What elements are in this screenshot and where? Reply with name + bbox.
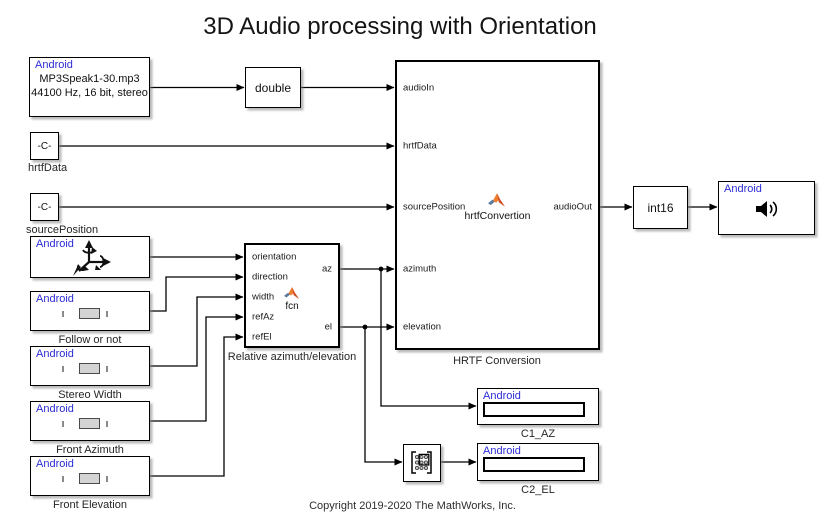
double-cast-label: double: [254, 80, 292, 95]
follow-or-not-block[interactable]: Android: [30, 291, 150, 331]
port-azimuth: azimuth: [403, 263, 437, 275]
wire-junction-az: [378, 266, 384, 272]
speaker-icon: [756, 201, 778, 217]
stereo-width-block[interactable]: Android: [30, 346, 150, 386]
stereo-width-name: Stereo Width: [58, 389, 122, 401]
sourceposition-constant-value: -C-: [37, 201, 52, 213]
android-tag: Android: [36, 238, 74, 250]
c2-el-name: C2_EL: [521, 484, 555, 496]
diagram-title: 3D Audio processing with Orientation: [203, 13, 597, 40]
copyright-text: Copyright 2019-2020 The MathWorks, Inc.: [309, 500, 516, 512]
mp3-source-block[interactable]: Android MP3Speak1-30.mp3 44100 Hz, 16 bi…: [29, 57, 150, 117]
android-tag: Android: [36, 458, 74, 470]
front-elevation-block[interactable]: Android: [30, 456, 150, 496]
port-elevation: elevation: [403, 321, 442, 333]
slider-icon: [62, 421, 64, 427]
android-tag: Android: [36, 403, 74, 415]
selector-block[interactable]: [403, 444, 441, 482]
slider-icon: [62, 476, 64, 482]
port-audioin: audioIn: [403, 82, 435, 94]
relative-az-el-name: Relative azimuth/elevation: [227, 351, 357, 363]
fcn-label: fcn: [285, 301, 299, 312]
selector-matrix-icon: [411, 451, 432, 474]
port-refaz: refAz: [252, 311, 275, 323]
slider-icon: [106, 476, 108, 482]
slider-icon: [79, 418, 100, 429]
matlab-logo-icon: [284, 287, 300, 300]
slider-icon: [106, 366, 108, 372]
android-tag: Android: [483, 445, 521, 457]
slider-icon: [106, 421, 108, 427]
c1-az-name: C1_AZ: [520, 428, 556, 440]
slider-icon: [79, 308, 100, 319]
hrtfconvertion-label: hrtfConvertion: [464, 210, 531, 222]
int16-cast-block[interactable]: int16: [633, 186, 688, 229]
slider-icon: [62, 311, 64, 317]
c2-el-display-block[interactable]: Android: [477, 443, 599, 481]
front-elevation-name: Front Elevation: [53, 499, 127, 511]
port-az: az: [321, 263, 332, 275]
front-azimuth-block[interactable]: Android: [30, 401, 150, 441]
follow-or-not-name: Follow or not: [58, 334, 122, 346]
port-sourceposition: sourcePosition: [403, 201, 466, 213]
hrtfdata-constant-value: -C-: [37, 140, 52, 152]
mp3-filename: MP3Speak1-30.mp3: [39, 73, 140, 85]
slider-icon: [106, 311, 108, 317]
port-direction: direction: [252, 271, 288, 283]
android-tag: Android: [483, 390, 521, 402]
orientation-source-block[interactable]: Android: [30, 236, 150, 278]
mp3-format: 44100 Hz, 16 bit, stereo: [31, 87, 148, 99]
c1-az-display-block[interactable]: Android: [477, 388, 599, 425]
hrtfdata-constant-block[interactable]: -C-: [30, 132, 59, 160]
port-el: el: [324, 321, 332, 333]
port-hrtfdata: hrtfData: [403, 140, 437, 152]
port-width: width: [252, 291, 275, 303]
display-field: [483, 402, 585, 417]
hrtf-conversion-name: HRTF Conversion: [453, 355, 541, 367]
android-tag: Android: [36, 348, 74, 360]
sourceposition-constant-block[interactable]: -C-: [30, 193, 59, 221]
port-orientation: orientation: [252, 251, 297, 263]
hrtf-conversion-block[interactable]: audioIn hrtfData sourcePosition azimuth …: [395, 60, 600, 350]
matlab-logo-icon: [488, 193, 506, 207]
double-cast-block[interactable]: double: [245, 67, 301, 108]
android-tag: Android: [724, 183, 762, 195]
android-tag: Android: [35, 59, 73, 71]
slider-icon: [79, 473, 100, 484]
orientation-axes-icon: [73, 240, 111, 276]
relative-az-el-function-block[interactable]: orientation direction width refAz refEl …: [244, 243, 340, 348]
sourceposition-block-name: sourcePosition: [26, 224, 99, 236]
display-field: [483, 457, 585, 472]
port-refel: refEl: [252, 331, 272, 343]
port-audioout: audioOut: [553, 201, 592, 213]
audio-playback-block[interactable]: Android: [718, 181, 815, 235]
slider-icon: [79, 363, 100, 374]
slider-icon: [62, 366, 64, 372]
hrtfdata-block-name: hrtfData: [28, 162, 68, 174]
wire-junction-el: [362, 324, 368, 330]
android-tag: Android: [36, 293, 74, 305]
int16-cast-label: int16: [647, 200, 674, 215]
front-azimuth-name: Front Azimuth: [56, 444, 124, 456]
